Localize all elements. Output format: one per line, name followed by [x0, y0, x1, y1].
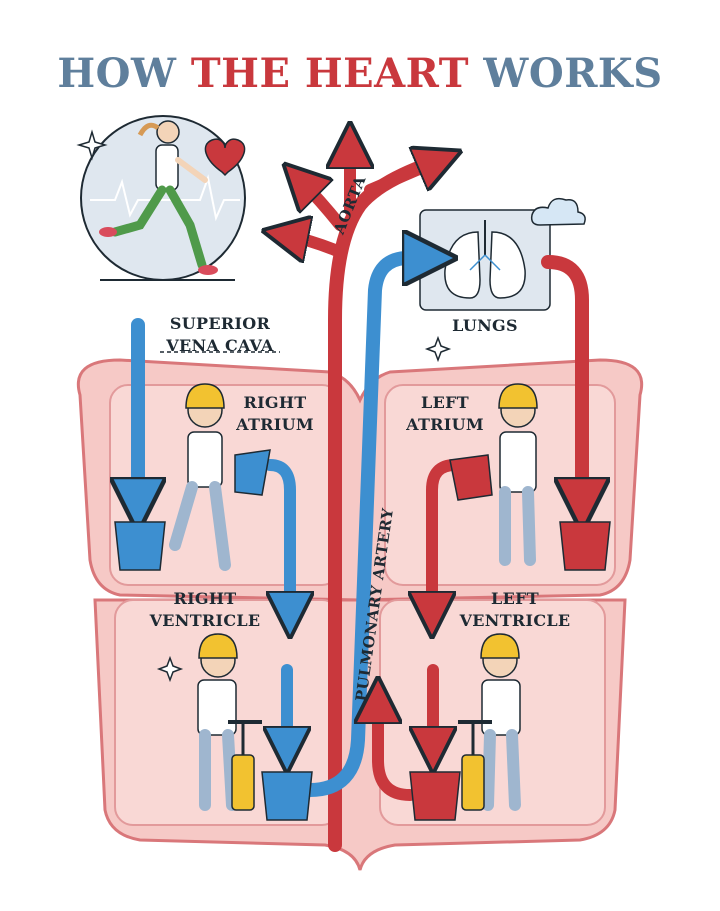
aortic-return-flow — [378, 700, 416, 801]
left-ventricle-label: LEFT VENTRICLE — [459, 589, 571, 630]
bucket-icon — [261, 771, 313, 821]
bucket-icon — [409, 771, 461, 821]
left-atrium-label: LEFT ATRIUM — [406, 393, 484, 434]
tricuspid-flow — [264, 459, 290, 615]
pump-icon — [228, 720, 262, 811]
title-part-heart: THE HEART — [190, 50, 469, 97]
lungs-icon — [419, 209, 551, 311]
worker-icon — [480, 633, 521, 811]
aorta-branches — [285, 145, 440, 852]
bucket-icon — [114, 521, 166, 571]
title-part-works: WORKS — [483, 50, 663, 97]
worker-icon — [197, 633, 238, 811]
pulmonary-vein-flow — [541, 255, 582, 505]
bucket-icon — [559, 521, 611, 571]
heart-icon — [204, 138, 246, 177]
running-woman-icon — [80, 115, 246, 281]
superior-vena-cava-label: SUPERIOR VENA CAVA — [166, 314, 274, 355]
sparkle-icon — [76, 129, 108, 161]
lungs-label: LUNGS — [452, 316, 518, 335]
page-title: HOW THE HEART WORKS — [0, 50, 720, 97]
sparkle-icon — [156, 655, 184, 683]
right-ventricle-label: RIGHT VENTRICLE — [149, 589, 261, 630]
cloud-icon — [530, 197, 586, 226]
right-atrium-label: RIGHT ATRIUM — [236, 393, 314, 434]
title-part-how: HOW — [57, 50, 177, 97]
worker-icon — [169, 383, 271, 571]
worker-icon — [449, 383, 538, 566]
sparkle-icon — [424, 335, 452, 363]
pump-icon — [458, 720, 492, 811]
pulmonary-artery-flow — [303, 258, 430, 797]
